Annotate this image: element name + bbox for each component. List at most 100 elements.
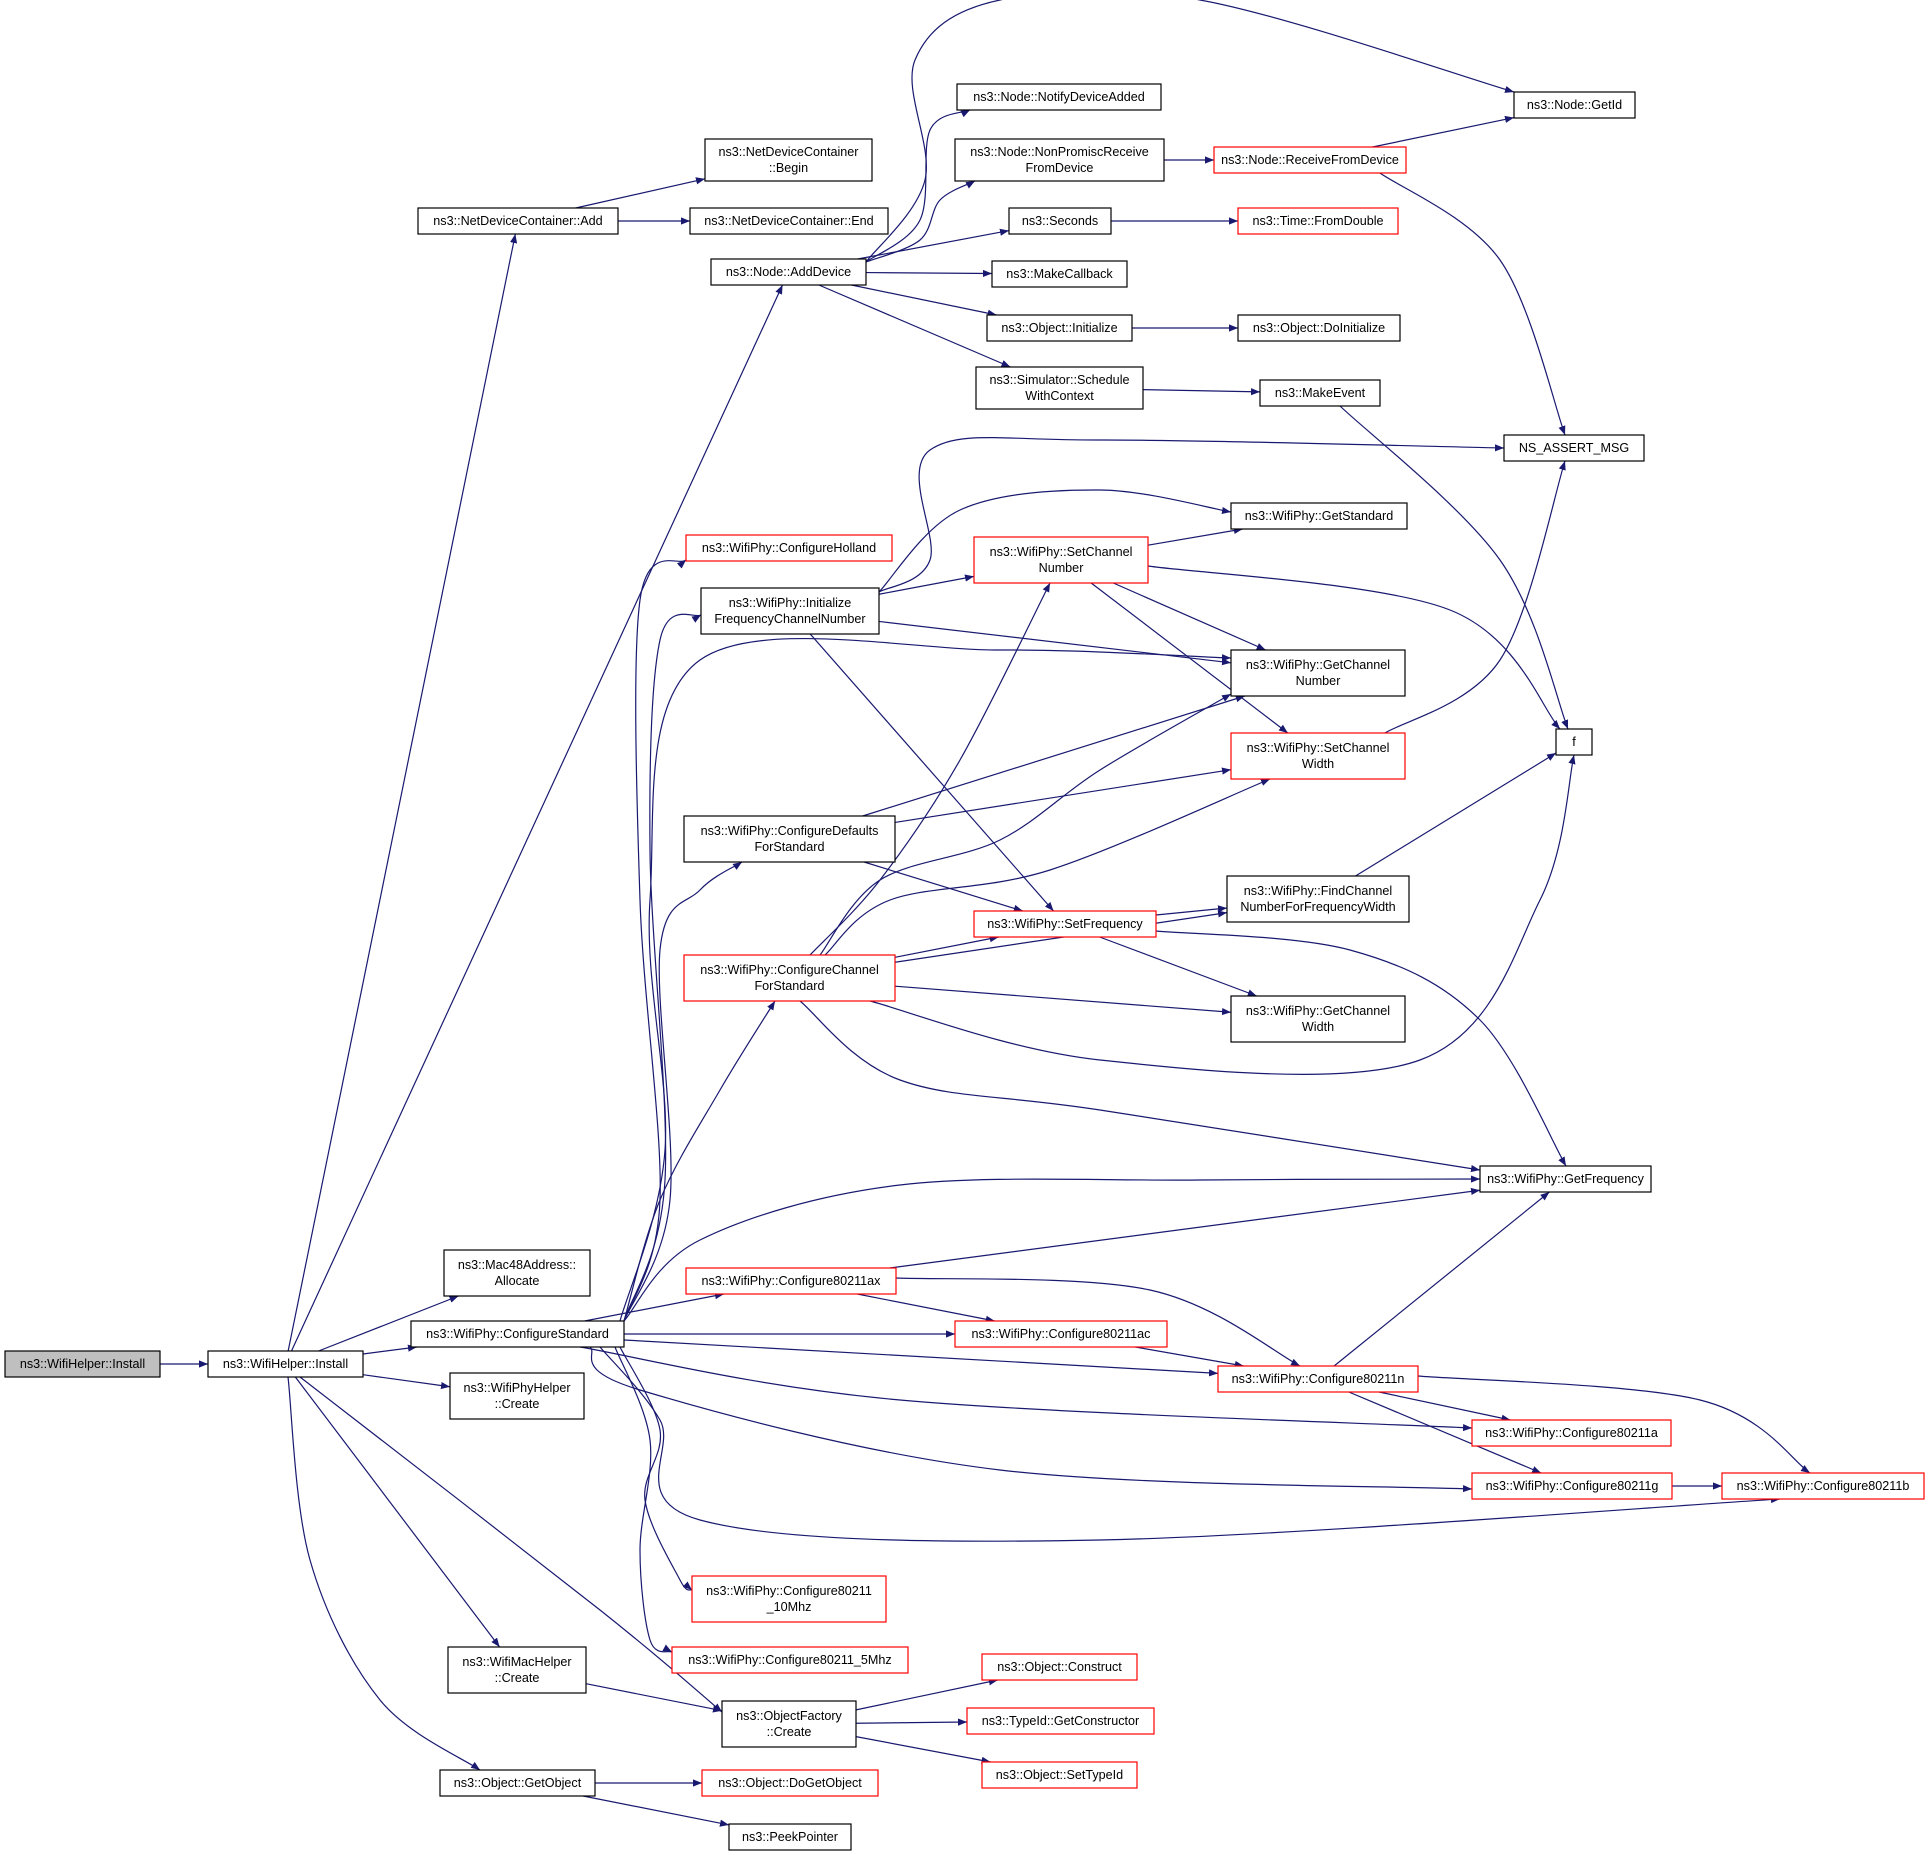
- node-label-line: ns3::WifiPhy::GetFrequency: [1487, 1172, 1644, 1186]
- node-label-line: ns3::WifiPhy::Configure80211n: [1232, 1372, 1405, 1386]
- node-box: [1213, 146, 1407, 174]
- node-label-line: ns3::Node::GetId: [1527, 98, 1622, 112]
- node-netdevicecontainer-add[interactable]: ns3::NetDeviceContainer::Add: [417, 207, 619, 235]
- edge-wifiphy-configurestandard-to-wifiphy-getfrequency: [623, 1175, 1481, 1322]
- node-label-line: ForStandard: [754, 979, 824, 993]
- edge-wifiphy-configurestandard-to-wifiphy-getchannelnumber: [619, 637, 1232, 1322]
- edge-wifiphy-configure80211ax-to-wifiphy-configure80211n: [895, 1277, 1301, 1367]
- node-time-fromdouble[interactable]: ns3::Time::FromDouble: [1237, 207, 1399, 235]
- edge-simulator-schedulewithcontext-to-makeevent: [1142, 388, 1261, 396]
- node-node-receivefromdevice[interactable]: ns3::Node::ReceiveFromDevice: [1213, 146, 1407, 174]
- node-label-line: ns3::Object::DoInitialize: [1253, 321, 1385, 335]
- node-seconds[interactable]: ns3::Seconds: [1008, 207, 1112, 235]
- edge-wifiphy-configure80211n-to-wifiphy-getfrequency: [1333, 1191, 1550, 1367]
- node-wifiphyhelper-create[interactable]: ns3::WifiPhyHelper::Create: [449, 1372, 585, 1420]
- node-wifiphy-setfrequency[interactable]: ns3::WifiPhy::SetFrequency: [973, 910, 1157, 938]
- edge-wifihelper-install-to-mac48address-allocate: [318, 1295, 459, 1352]
- node-label-line: ForStandard: [754, 840, 824, 854]
- node-node-notifydeviceadded[interactable]: ns3::Node::NotifyDeviceAdded: [956, 83, 1162, 111]
- node-box: [954, 1320, 1168, 1348]
- node-box: [986, 314, 1133, 342]
- node-object-doinitialize[interactable]: ns3::Object::DoInitialize: [1237, 314, 1401, 342]
- node-box: [1479, 1165, 1652, 1193]
- node-wifiphy-getstandard[interactable]: ns3::WifiPhy::GetStandard: [1230, 502, 1408, 530]
- node-label-line: ::Create: [495, 1671, 540, 1685]
- node-wifiphy-findchannelnumber[interactable]: ns3::WifiPhy::FindChannelNumberForFreque…: [1226, 875, 1410, 923]
- node-object-getobject[interactable]: ns3::Object::GetObject: [439, 1769, 596, 1797]
- edge-objectfactory-create-to-object-settypeid: [855, 1736, 991, 1764]
- edge-node-receivefromdevice-to-node-getid: [1372, 115, 1515, 148]
- node-netdevicecontainer-end[interactable]: ns3::NetDeviceContainer::End: [689, 207, 889, 235]
- edge-node-adddevice-to-makecallback: [865, 269, 993, 278]
- node-wifiphy-configurechannel[interactable]: ns3::WifiPhy::ConfigureChannelForStandar…: [683, 954, 896, 1002]
- node-wifiphy-configureholland[interactable]: ns3::WifiPhy::ConfigureHolland: [685, 534, 893, 562]
- node-ns-assert-msg[interactable]: NS_ASSERT_MSG: [1503, 434, 1645, 462]
- edge-wifiphy-configurestandard-to-wifiphy-configure80211a: [579, 1346, 1473, 1432]
- node-label-line: Width: [1302, 757, 1334, 771]
- node-label-line: ns3::WifiPhyHelper: [463, 1381, 570, 1395]
- node-node-getid[interactable]: ns3::Node::GetId: [1513, 91, 1636, 119]
- node-label-line: ns3::Simulator::Schedule: [989, 373, 1129, 387]
- node-typeid-getconstructor[interactable]: ns3::TypeId::GetConstructor: [966, 1707, 1155, 1735]
- node-f[interactable]: f: [1555, 728, 1593, 756]
- node-wifiphy-configure80211-5mhz[interactable]: ns3::WifiPhy::Configure80211_5Mhz: [671, 1646, 909, 1674]
- node-peekpointer[interactable]: ns3::PeekPointer: [728, 1823, 852, 1851]
- node-label-line: ns3::Object::DoGetObject: [718, 1776, 862, 1790]
- node-box: [954, 138, 1165, 182]
- node-box: [685, 1267, 897, 1295]
- node-mac48address-allocate[interactable]: ns3::Mac48Address::Allocate: [443, 1249, 591, 1297]
- node-label-line: ns3::WifiPhy::GetChannel: [1246, 658, 1390, 672]
- node-wifimachelper-create[interactable]: ns3::WifiMacHelper::Create: [447, 1646, 587, 1694]
- node-wifiphy-getfrequency[interactable]: ns3::WifiPhy::GetFrequency: [1479, 1165, 1652, 1193]
- edge-wifiphy-configurechannel-to-wifiphy-getchannelnumber: [819, 693, 1232, 956]
- node-object-construct[interactable]: ns3::Object::Construct: [981, 1653, 1138, 1681]
- node-wifiphy-initializefreq[interactable]: ns3::WifiPhy::InitializeFrequencyChannel…: [700, 587, 880, 635]
- node-label-line: ns3::WifiPhy::GetStandard: [1245, 509, 1393, 523]
- node-box: [671, 1646, 909, 1674]
- node-wifiphy-configure80211ax[interactable]: ns3::WifiPhy::Configure80211ax: [685, 1267, 897, 1295]
- node-label-line: WithContext: [1025, 389, 1094, 403]
- edge-wifiphy-configurestandard-to-wifiphy-configureholland: [623, 559, 687, 1322]
- node-label-line: ns3::WifiPhy::ConfigureHolland: [702, 541, 876, 555]
- node-label-line: ns3::TypeId::GetConstructor: [982, 1714, 1140, 1728]
- node-wifiphy-configure80211b[interactable]: ns3::WifiPhy::Configure80211b: [1721, 1472, 1925, 1500]
- edge-wifiphy-configure80211ax-to-wifiphy-getfrequency: [889, 1187, 1481, 1269]
- node-wifiphy-configure80211a[interactable]: ns3::WifiPhy::Configure80211a: [1471, 1419, 1672, 1447]
- node-makecallback[interactable]: ns3::MakeCallback: [991, 260, 1128, 288]
- edge-wifiphy-configure80211n-to-wifiphy-configure80211b: [1417, 1375, 1811, 1474]
- node-wifiphy-configure80211g[interactable]: ns3::WifiPhy::Configure80211g: [1471, 1472, 1673, 1500]
- edge-wifiphy-configurestandard-to-wifiphy-configure80211ax: [584, 1292, 725, 1322]
- node-objectfactory-create[interactable]: ns3::ObjectFactory::Create: [721, 1700, 857, 1748]
- node-wifiphy-configure80211n[interactable]: ns3::WifiPhy::Configure80211n: [1217, 1365, 1419, 1393]
- node-box: [1230, 995, 1406, 1043]
- node-object-initialize[interactable]: ns3::Object::Initialize: [986, 314, 1133, 342]
- node-wifiphy-configure80211-10mhz[interactable]: ns3::WifiPhy::Configure80211_10Mhz: [691, 1575, 887, 1623]
- node-box: [701, 1769, 879, 1797]
- node-node-adddevice[interactable]: ns3::Node::AddDevice: [710, 258, 867, 286]
- node-wifiphy-configure80211ac[interactable]: ns3::WifiPhy::Configure80211ac: [954, 1320, 1168, 1348]
- node-object-settypeid[interactable]: ns3::Object::SetTypeId: [981, 1761, 1138, 1789]
- node-label-line: ns3::WifiPhy::Configure80211a: [1485, 1426, 1658, 1440]
- edge-wifiphy-configurestandard-to-wifiphy-configure80211n: [623, 1339, 1219, 1377]
- node-wifiphy-configurestandard[interactable]: ns3::WifiPhy::ConfigureStandard: [410, 1320, 625, 1348]
- node-makeevent[interactable]: ns3::MakeEvent: [1259, 379, 1381, 407]
- node-wifihelper-install[interactable]: ns3::WifiHelper::Install: [207, 1350, 364, 1378]
- node-box: [1555, 728, 1593, 756]
- edge-wifiphy-configuredefaults-to-wifiphy-setfrequency: [863, 861, 1024, 912]
- node-netdevicecontainer-begin[interactable]: ns3::NetDeviceContainer::Begin: [704, 138, 873, 182]
- node-label-line: Allocate: [495, 1274, 540, 1288]
- node-object-dogetobject[interactable]: ns3::Object::DoGetObject: [701, 1769, 879, 1797]
- edge-wifiphy-configurechannel-to-wifiphy-getfrequency: [799, 1000, 1481, 1173]
- node-wifihelper-install-root[interactable]: ns3::WifiHelper::Install: [4, 1350, 161, 1378]
- node-box: [1503, 434, 1645, 462]
- node-label-line: ns3::WifiPhy::Configure80211ac: [972, 1327, 1151, 1341]
- node-wifiphy-configuredefaults[interactable]: ns3::WifiPhy::ConfigureDefaultsForStanda…: [683, 815, 896, 863]
- edge-wifiphy-configure80211ac-to-wifiphy-configure80211n: [1135, 1346, 1244, 1368]
